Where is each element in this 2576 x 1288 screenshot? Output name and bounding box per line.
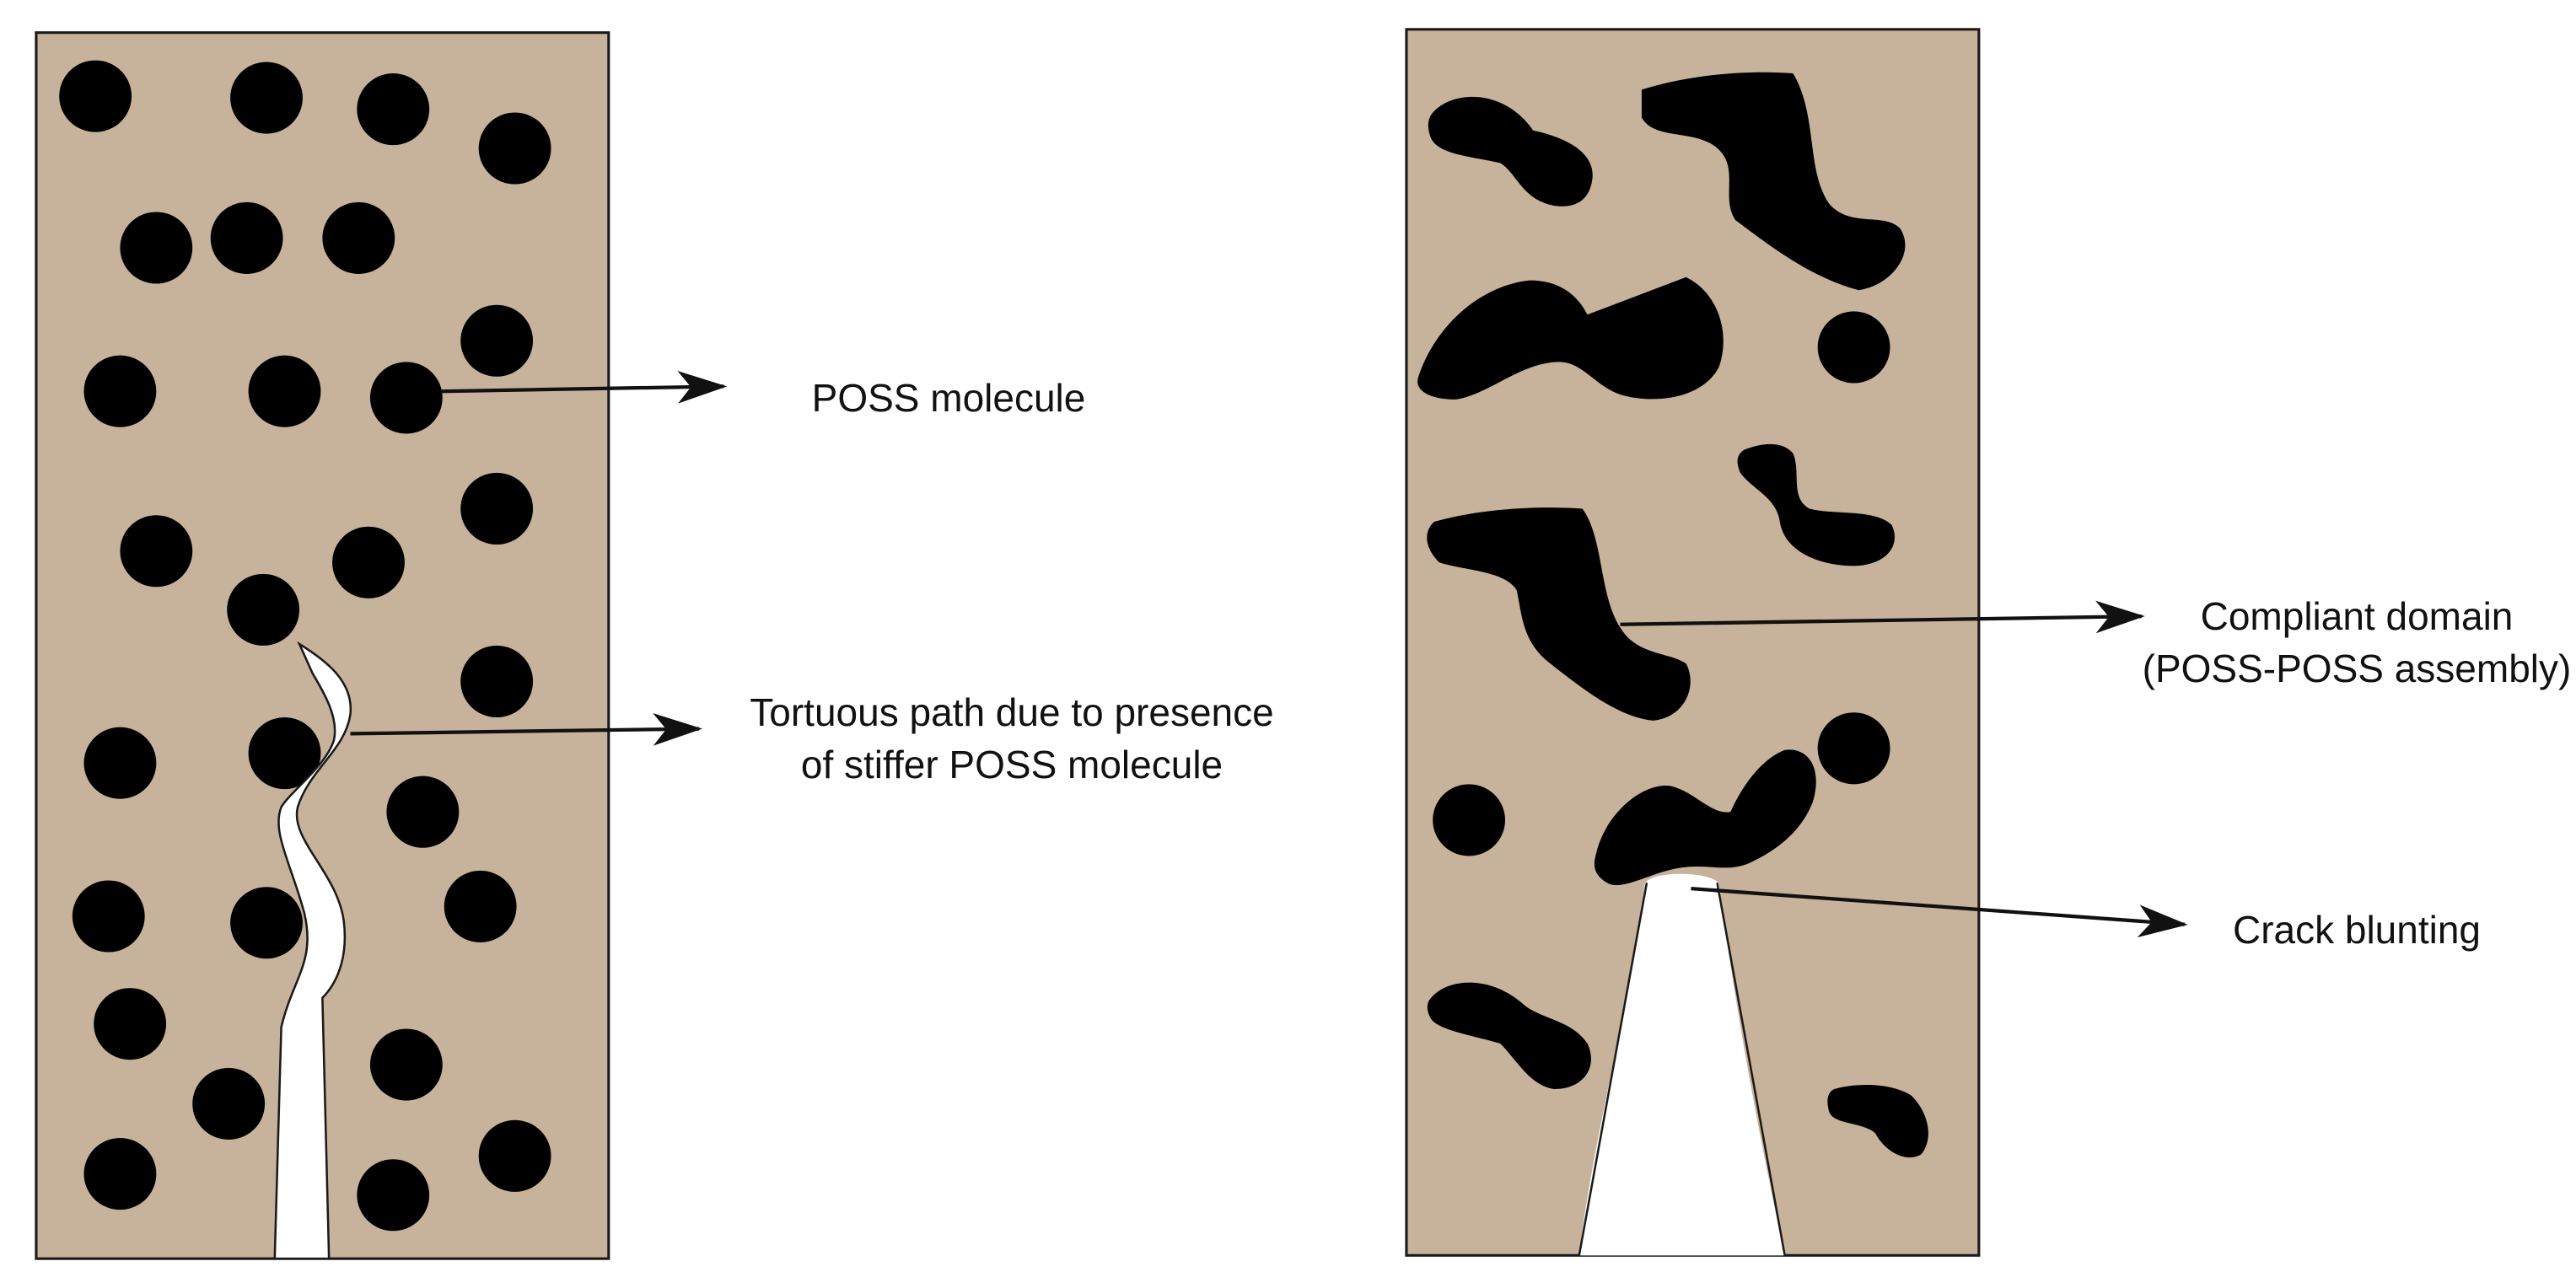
poss-molecule	[322, 201, 395, 274]
poss-molecules	[59, 60, 551, 1232]
poss-assembly	[1737, 443, 1895, 566]
poss-molecule	[120, 212, 193, 284]
crack-blunting-pointer	[1691, 887, 2188, 938]
compliant-domain-text-line2: (POSS-POSS assembly)	[2142, 647, 2572, 690]
poss-assembly	[1594, 749, 1816, 886]
poss-molecule	[460, 304, 534, 377]
compliant-domain-pointer	[1620, 600, 2145, 634]
tortuous-path-label: Tortuous path due to presence of stiffer…	[708, 686, 1315, 791]
tortuous-path-pointer	[350, 713, 703, 746]
poss-molecule	[230, 62, 303, 134]
poss-molecule	[59, 60, 132, 132]
poss-molecule	[357, 73, 430, 146]
crack-wall-right	[1716, 883, 1786, 1257]
poss-molecule	[72, 880, 145, 953]
blunted-crack	[1578, 873, 1785, 1256]
poss-molecule	[369, 1028, 443, 1101]
crack-blunting-text: Crack blunting	[2232, 908, 2482, 952]
poss-molecule	[83, 1138, 157, 1210]
poss-molecule	[1433, 784, 1506, 856]
poss-molecule	[83, 727, 157, 799]
poss-assemblies	[1417, 72, 1928, 1158]
poss-molecule	[386, 775, 460, 848]
poss-molecule	[478, 112, 551, 185]
poss-assembly	[1641, 72, 1906, 291]
poss-assembly	[1428, 96, 1593, 207]
poss-molecule	[460, 645, 534, 718]
poss-molecule	[444, 870, 517, 942]
poss-molecule	[357, 1159, 430, 1232]
poss-assembly	[1427, 982, 1591, 1090]
poss-molecule	[192, 1067, 266, 1140]
poss-assembly	[1417, 276, 1724, 400]
poss-molecule	[1817, 311, 1890, 384]
right-panel	[1405, 28, 2188, 1257]
poss-molecule-text: POSS molecule	[811, 376, 1086, 420]
poss-molecule	[478, 1119, 551, 1192]
poss-molecule	[248, 355, 321, 427]
poss-molecule	[210, 201, 283, 274]
poss-molecule	[460, 472, 534, 545]
crack-blunting-label: Crack blunting	[2201, 904, 2513, 956]
poss-molecule	[369, 362, 443, 434]
poss-molecule	[94, 988, 167, 1060]
poss-molecule	[227, 573, 300, 646]
poss-assembly	[1427, 507, 1691, 721]
left-panel	[35, 31, 728, 1260]
tortuous-path-text-line2: of stiffer POSS molecule	[800, 743, 1223, 786]
compliant-domain-text-line1: Compliant domain	[2200, 594, 2514, 638]
poss-molecule-label: POSS molecule	[763, 372, 1134, 424]
poss-molecule	[120, 515, 193, 588]
poss-molecule	[332, 526, 405, 598]
poss-molecule-pointer	[440, 371, 728, 404]
poss-molecule	[230, 887, 303, 959]
tortuous-crack	[273, 641, 352, 1260]
compliant-domain-label: Compliant domain (POSS-POSS assembly)	[2142, 590, 2572, 695]
poss-assembly	[1827, 1084, 1928, 1158]
tortuous-path-text-line1: Tortuous path due to presence	[750, 690, 1274, 734]
poss-molecule	[248, 717, 321, 790]
poss-molecule	[1817, 712, 1890, 785]
poss-molecule	[83, 355, 157, 427]
crack-wall-left	[1578, 883, 1648, 1257]
